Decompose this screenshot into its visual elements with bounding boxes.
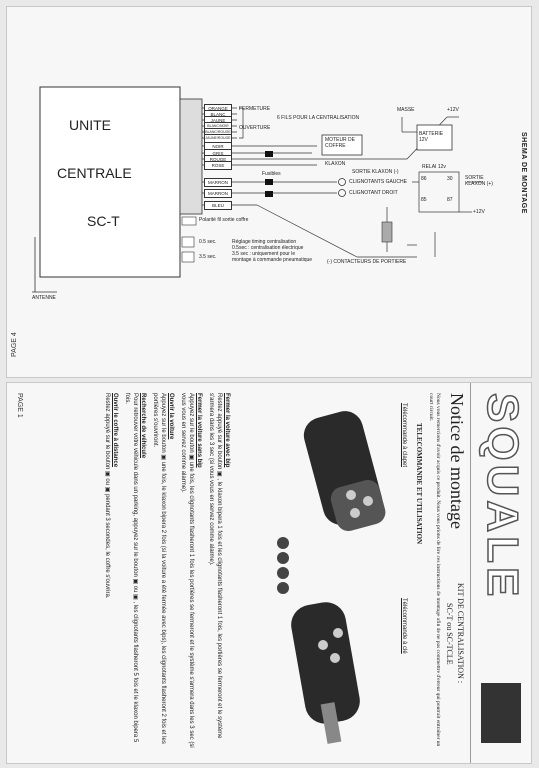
instruction-heading: Recherche de véhicule [140,393,146,459]
contacteurs-label: (-) CONTACTEURS DE PORTIERE [327,259,407,265]
sortie-klaxon-plus-label: SORTIE KLAXON (+) [465,175,493,187]
six-fils-label: 6 FILS POUR LA CENTRALISATION [277,115,360,121]
kit-title: KIT DE CENTRALISATION : [456,583,465,684]
unit-line-3: SC-T [87,213,120,229]
sortie-klaxon-moins-label: SORTIE KLAXON (-) [352,169,399,175]
instruction-text: Appuyez sur le bouton ▣ une fois, le kla… [152,393,166,744]
plus12-label: +12V [447,107,459,113]
notice-page: SQUALE Notice de montage KIT DE CENTRALI… [6,382,532,764]
wire-label: MARRON [204,189,232,198]
instruction-section: Ouvrir le coffre à distance Restez appuy… [103,393,119,753]
unit-line-1: UNITE [69,117,111,133]
relay-pin: 87 [447,197,453,203]
unit-line-2: CENTRALE [57,165,132,181]
relay-pin: 85 [421,197,427,203]
notice-rotated-content: SQUALE Notice de montage KIT DE CENTRALI… [7,383,531,763]
wire-label: MARRON [204,178,232,187]
instructions: Fermer la voiture avec bip Restez appuyé… [103,393,231,753]
polarite-label: Polarité fil sortie coffre [199,217,249,223]
relay-pin: 30 [447,176,453,182]
moteur-label: MOTEUR DE COFFRE [325,137,355,149]
instruction-section: Fermer la voiture sans bip Appuyez sur l… [179,393,203,753]
product-image [481,683,521,743]
instruction-section: Fermer la voiture avec bip Restez appuyé… [207,393,231,753]
wiring-diagram [32,86,482,293]
instruction-section: Ouvrir la voiture Appuyez sur le bouton … [151,393,175,753]
masse-label: MASSE [397,107,415,113]
page-label-top: PAGE 4 [11,332,18,357]
fermeture-label: FERMETURE [239,106,271,112]
kit-model: SC-T ou SC-TCLE [445,603,454,665]
instruction-heading: Ouvrir la voiture [168,393,174,440]
instruction-section: Recherche de véhicule Pour retrouver vot… [123,393,147,753]
instruction-heading: Fermer la voiture avec bip [224,393,230,468]
brand-logo: SQUALE [477,392,528,601]
klaxon-label: KLAXON [325,161,346,167]
diagram-title: SHEMA DE MONTAGE [520,132,527,214]
wiring-diagram-page: UNITE CENTRALE SC-T ANTENNE ORANGE BLANC… [6,6,532,378]
antenna-label: ANTENNE [32,295,56,301]
fusibles-label: Fusibles [262,171,281,177]
clignotant-droit-label: CLIGNOTANT DROIT [349,190,398,196]
instruction-text: Restez appuyé sur le bouton ▣ ou ▣ penda… [104,393,110,599]
instruction-heading: Ouvrir le coffre à distance [112,393,118,468]
notice-title: Notice de montage [447,393,467,529]
central-unit-box [39,86,181,278]
instruction-text: Restez appuyé sur le bouton ▣ , le klaxo… [208,393,222,739]
timing-05-label: 0.5 sec. [199,239,217,245]
wire-label: BLEU [204,201,232,210]
remotes-illustration [277,411,386,744]
page-label-bottom: PAGE 1 [16,393,23,418]
instruction-heading: Fermer la voiture sans bip [196,393,202,468]
instruction-text: Appuyez sur le bouton ▣ une fois, les cl… [180,393,194,748]
plus12b-label: +12V [473,209,485,215]
batterie-label: BATTERIE 12V [419,131,444,143]
ouverture-label: OUVERTURE [239,125,271,131]
intro-text: Nous vous remercions d'avoir acquis ce p… [428,393,441,747]
section-title: TELECOMMANDE ET UTILISATION [415,423,423,545]
clignotants-gauche-label: CLIGNOTANTS GAUCHE [349,179,407,185]
instruction-text: Pour retrouver votre véhicule dans un pa… [124,393,138,743]
remotes-area: Télécommande à clapet Télécommande à clé [233,383,413,763]
wire-label: ROSE [204,161,232,170]
relai-label: RELAI 12v [422,164,446,170]
timing-35-label: 3.5 sec. [199,254,217,260]
notice-header: SQUALE [470,383,531,763]
relay-pin: 86 [421,176,427,182]
reglage-label: Réglage timing centralisation 0.5sec : c… [232,239,313,263]
